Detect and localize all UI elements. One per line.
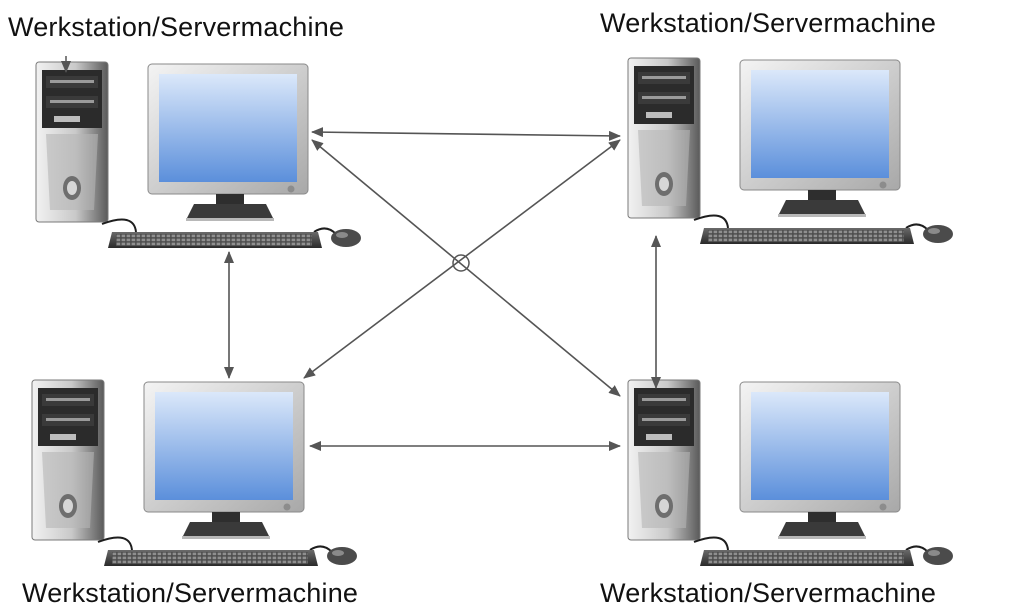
node-label-bottom-left: Werkstation/Servermachine <box>22 578 359 608</box>
computer-bottom-right <box>627 379 954 567</box>
computer-top-left <box>35 61 362 249</box>
connection-diagonal-1 <box>311 139 621 397</box>
connection-top <box>311 127 621 141</box>
node-label-top-left: Werkstation/Servermachine <box>8 12 345 42</box>
node-label-top-right: Werkstation/Servermachine <box>600 8 937 38</box>
computer-bottom-left <box>31 379 358 567</box>
computer-top-right <box>627 57 954 245</box>
crossing-marker <box>452 254 470 272</box>
connection-diagonal-2 <box>303 139 621 379</box>
node-label-bottom-right: Werkstation/Servermachine <box>600 578 937 608</box>
